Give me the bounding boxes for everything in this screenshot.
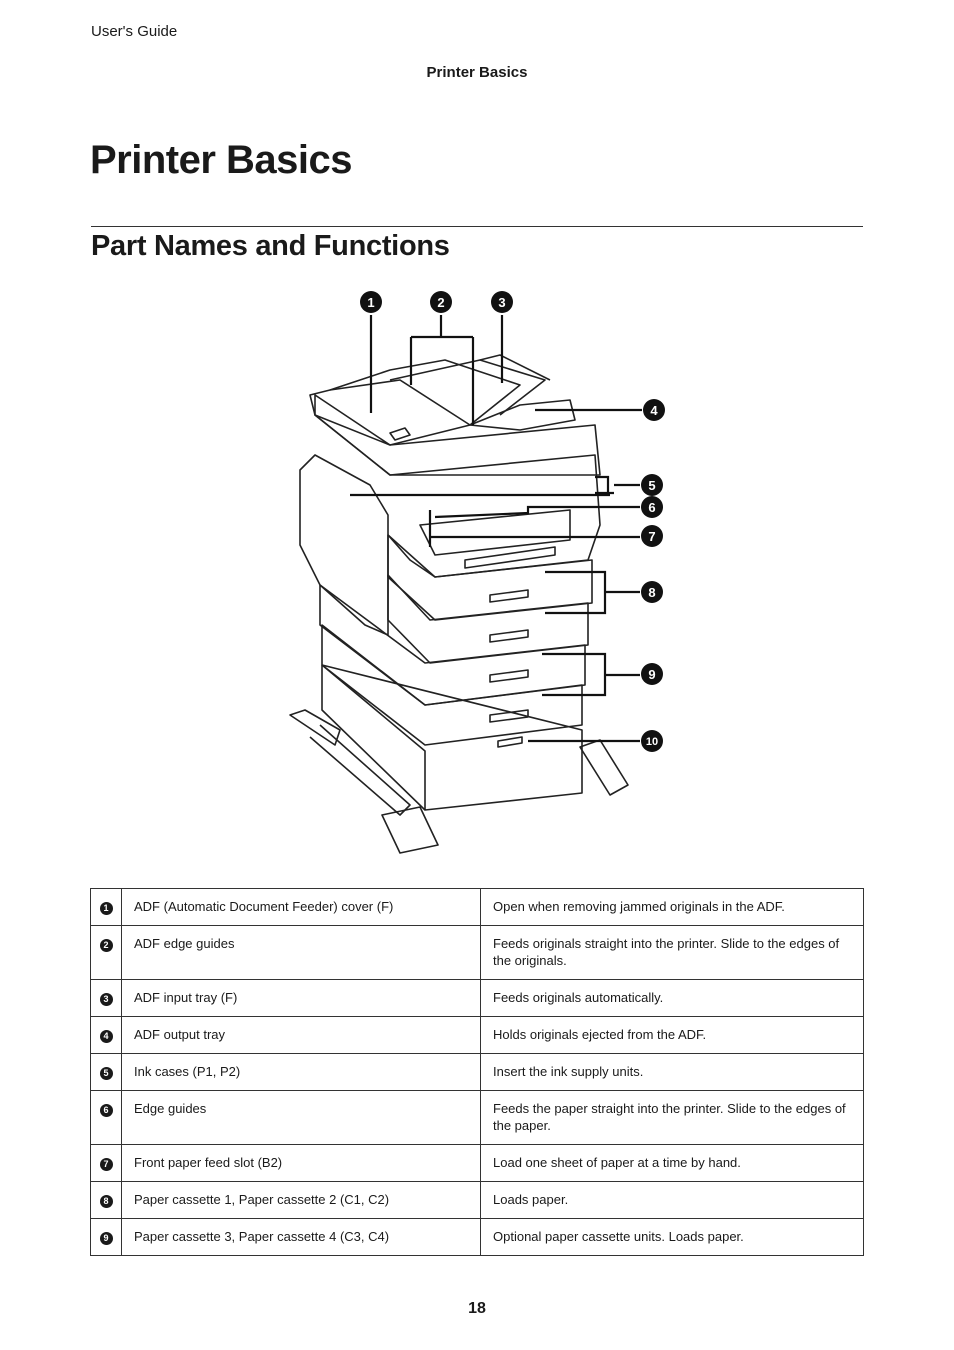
table-row: 1 ADF (Automatic Document Feeder) cover (… [90, 888, 864, 926]
page-title: Printer Basics [90, 138, 353, 182]
callout-2-badge: 2 [430, 291, 452, 313]
part-number-cell: 8 [90, 1181, 122, 1219]
table-row: 7 Front paper feed slot (B2)Load one shee… [90, 1144, 864, 1182]
svg-text:3: 3 [498, 295, 505, 310]
parts-table: 1 ADF (Automatic Document Feeder) cover (… [90, 888, 864, 1256]
part-name-cell: ADF output tray [121, 1016, 481, 1054]
cassette-3 [319, 584, 586, 706]
svg-text:5: 5 [648, 478, 655, 493]
part-number-cell: 7 [90, 1144, 122, 1182]
part-function-cell: Open when removing jammed originals in t… [480, 888, 864, 926]
svg-text:4: 4 [650, 403, 658, 418]
stand-left-foot [289, 709, 341, 746]
part-number-cell: 5 [90, 1053, 122, 1091]
part-function-cell: Insert the ink supply units. [480, 1053, 864, 1091]
side-panel [299, 454, 389, 636]
part-function-cell: Loads paper. [480, 1181, 864, 1219]
callout-8-badge: 8 [641, 581, 663, 603]
part-number-cell: 4 [90, 1016, 122, 1054]
callout-5-badge: 5 [641, 474, 663, 496]
stand-right-foot [579, 739, 629, 796]
part-name-cell: ADF (Automatic Document Feeder) cover (F… [121, 888, 481, 926]
part-number-cell: 2 [90, 925, 122, 980]
adf-output-tray [469, 399, 576, 431]
callout-3-badge: 3 [491, 291, 513, 313]
svg-text:9: 9 [648, 667, 655, 682]
part-function-cell: Feeds originals straight into the printe… [480, 925, 864, 980]
part-function-cell: Optional paper cassette units. Loads pap… [480, 1218, 864, 1256]
callout-4-badge: 4 [643, 399, 665, 421]
adf-cover [309, 379, 471, 446]
svg-text:6: 6 [648, 500, 655, 515]
cassette-4 [321, 624, 583, 746]
svg-text:8: 8 [648, 585, 655, 600]
part-number-badge: 2 [99, 939, 113, 952]
part-number-cell: 6 [90, 1090, 122, 1145]
part-name-cell: Paper cassette 3, Paper cassette 4 (C3, … [121, 1218, 481, 1256]
part-number-badge: 4 [99, 1030, 113, 1043]
section-divider [91, 226, 863, 227]
part-number-badge: 8 [99, 1195, 113, 1208]
part-function-cell: Feeds the paper straight into the printe… [480, 1090, 864, 1145]
svg-text:7: 7 [648, 529, 655, 544]
part-name-cell: Front paper feed slot (B2) [121, 1144, 481, 1182]
part-number-badge: 7 [99, 1158, 113, 1171]
cabinet [321, 664, 583, 811]
callout-7-badge: 7 [641, 525, 663, 547]
page-number: 18 [468, 1300, 486, 1317]
part-number-badge: 3 [99, 993, 113, 1006]
callout-10-badge: 10 [641, 730, 663, 752]
adf-input-tray [389, 359, 546, 416]
printer-illustration: 1 2 3 4 5 6 7 8 9 10 [289, 291, 665, 854]
part-name-cell: Ink cases (P1, P2) [121, 1053, 481, 1091]
callout-1-badge: 1 [360, 291, 382, 313]
svg-text:10: 10 [646, 736, 658, 748]
part-function-cell: Load one sheet of paper at a time by han… [480, 1144, 864, 1182]
section-heading: Part Names and Functions [91, 230, 450, 262]
svg-text:1: 1 [367, 295, 374, 310]
part-number-badge: 1 [99, 902, 113, 915]
stand-front-foot [381, 806, 439, 854]
main-body [314, 414, 601, 578]
part-name-cell: Paper cassette 1, Paper cassette 2 (C1, … [121, 1181, 481, 1219]
part-function-cell: Holds originals ejected from the ADF. [480, 1016, 864, 1054]
part-name-cell: ADF input tray (F) [121, 979, 481, 1017]
part-number-badge: 6 [99, 1104, 113, 1117]
callout-9-badge: 9 [641, 663, 663, 685]
part-function-cell: Feeds originals automatically. [480, 979, 864, 1017]
part-name-cell: Edge guides [121, 1090, 481, 1145]
running-header-guide: User's Guide [91, 23, 178, 40]
table-row: 8 Paper cassette 1, Paper cassette 2 (C1,… [90, 1181, 864, 1219]
part-number-cell: 1 [90, 888, 122, 926]
part-number-badge: 5 [99, 1067, 113, 1080]
table-row: 9 Paper cassette 3, Paper cassette 4 (C3,… [90, 1218, 864, 1256]
cassette-2 [387, 574, 589, 664]
svg-text:2: 2 [437, 295, 444, 310]
table-row: 3 ADF input tray (F)Feeds originals autom… [90, 979, 864, 1017]
running-header-section: Printer Basics [426, 64, 528, 81]
part-name-cell: ADF edge guides [121, 925, 481, 980]
scanner-unit [314, 394, 601, 476]
part-number-cell: 9 [90, 1218, 122, 1256]
callout-6-badge: 6 [641, 496, 663, 518]
part-number-badge: 9 [99, 1232, 113, 1245]
part-number-cell: 3 [90, 979, 122, 1017]
table-row: 5 Ink cases (P1, P2)Insert the ink supply… [90, 1053, 864, 1091]
